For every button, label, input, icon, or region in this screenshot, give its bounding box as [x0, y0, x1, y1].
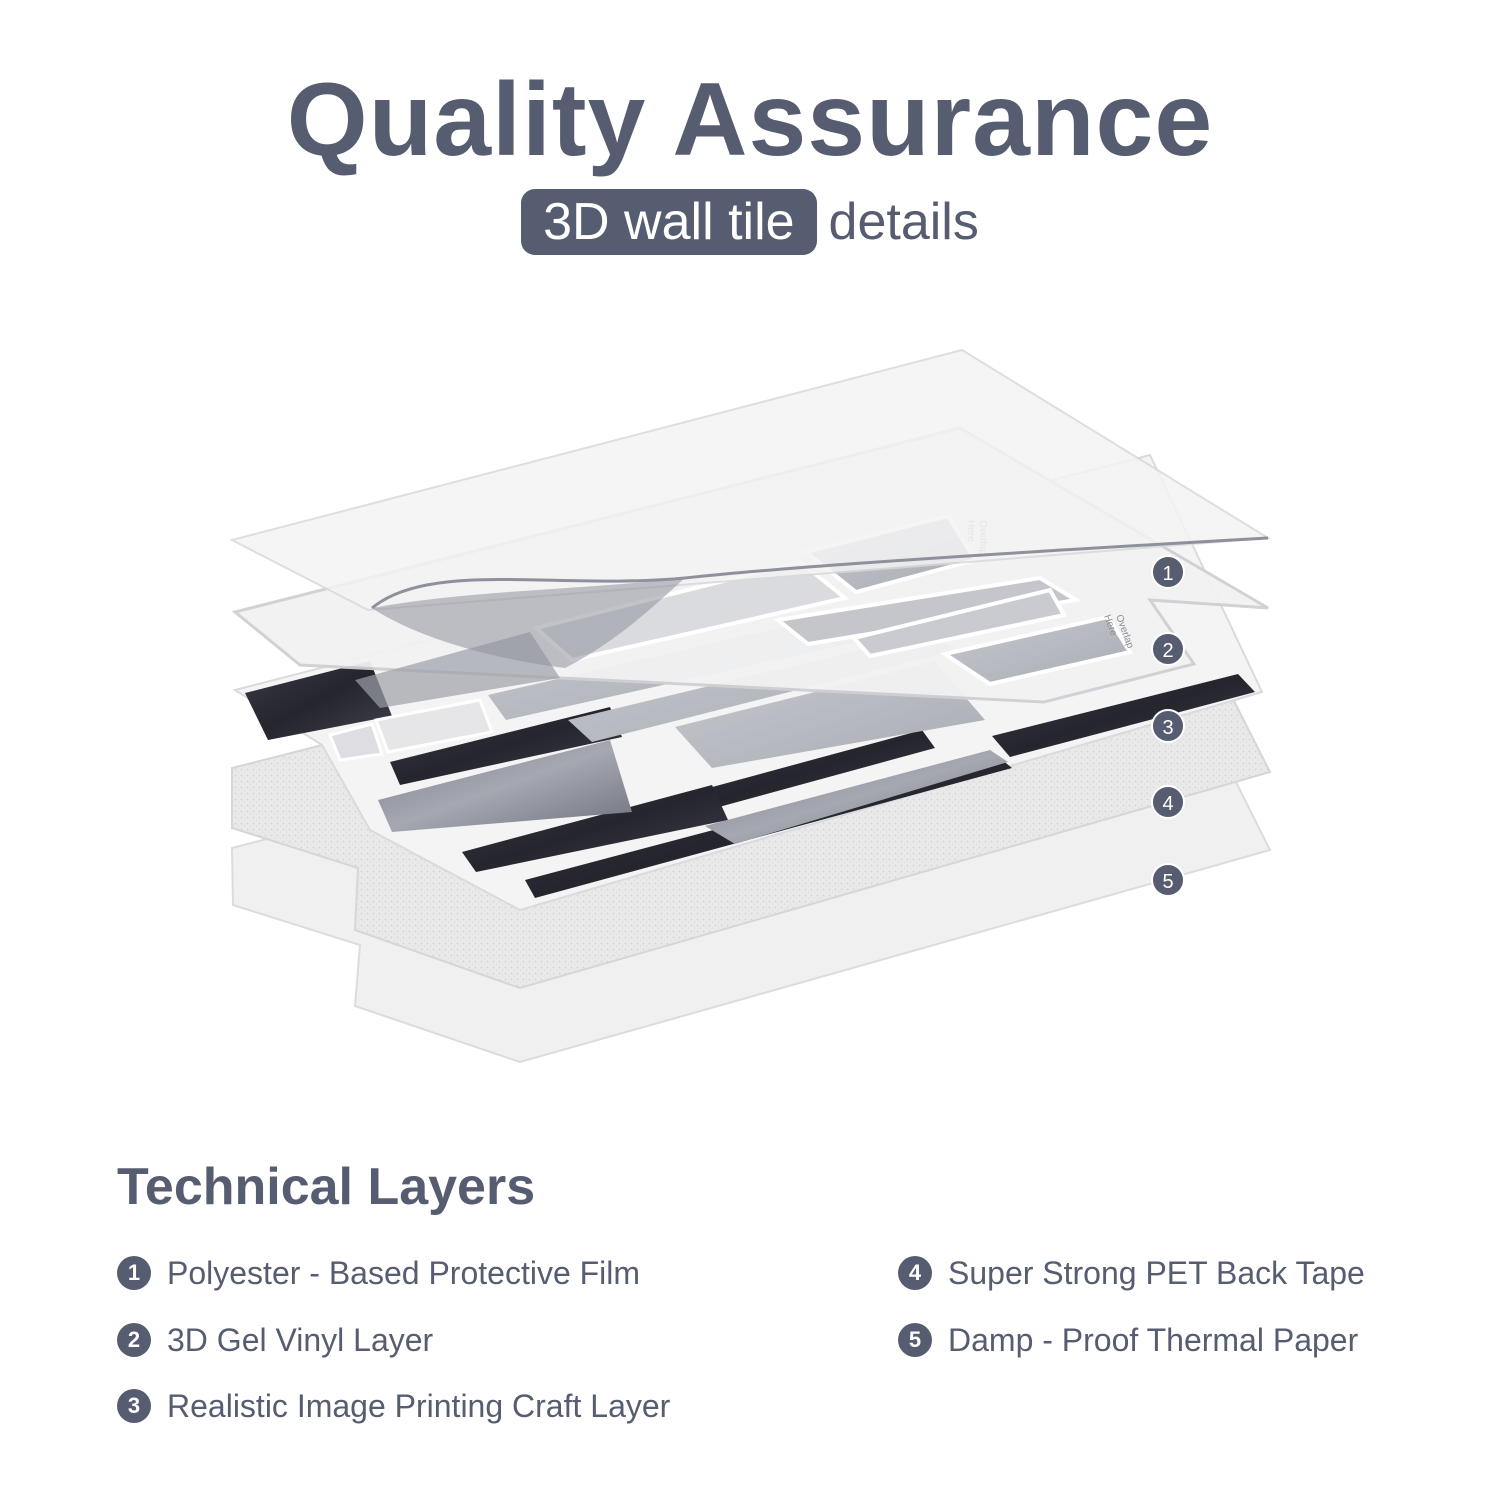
- legend-number-5: 5: [898, 1323, 932, 1357]
- legend-item-5: 5 Damp - Proof Thermal Paper: [898, 1320, 1358, 1360]
- legend-label-2: 3D Gel Vinyl Layer: [167, 1322, 434, 1358]
- legend-number-2: 2: [117, 1323, 151, 1357]
- layer-stack-diagram: Overlap Here Overlap Here 1 2 3 4 5: [229, 348, 1272, 1064]
- legend-number-4: 4: [898, 1256, 932, 1290]
- legend-label-5: Damp - Proof Thermal Paper: [948, 1322, 1359, 1358]
- layer-1-protective-film: [229, 348, 1272, 668]
- legend-item-2: 2 3D Gel Vinyl Layer: [117, 1320, 433, 1360]
- callout-2-number: 2: [1162, 640, 1173, 662]
- subtitle-highlight-badge: 3D wall tile: [521, 189, 817, 256]
- callout-3-number: 3: [1162, 717, 1173, 739]
- legend-number-1: 1: [117, 1256, 151, 1290]
- legend-label-3: Realistic Image Printing Craft Layer: [167, 1388, 671, 1424]
- callout-markers: 1 2 3 4 5: [1151, 555, 1185, 897]
- legend-item-1: 1 Polyester - Based Protective Film: [117, 1253, 640, 1293]
- callout-1: 1: [1151, 555, 1185, 589]
- page-title: Quality Assurance: [286, 62, 1214, 178]
- callout-5-number: 5: [1162, 871, 1173, 893]
- callout-5: 5: [1151, 863, 1185, 897]
- subtitle-text: details: [828, 193, 979, 252]
- legend-label-4: Super Strong PET Back Tape: [948, 1255, 1365, 1291]
- callout-4: 4: [1151, 785, 1185, 819]
- legend-item-3: 3 Realistic Image Printing Craft Layer: [117, 1386, 670, 1426]
- callout-4-number: 4: [1162, 793, 1173, 815]
- legend-label-1: Polyester - Based Protective Film: [167, 1255, 641, 1291]
- legend-number-3: 3: [117, 1389, 151, 1423]
- callout-1-number: 1: [1162, 563, 1173, 585]
- callout-2: 2: [1151, 632, 1185, 666]
- legend-item-4: 4 Super Strong PET Back Tape: [898, 1253, 1365, 1293]
- technical-layers-title: Technical Layers: [117, 1158, 536, 1216]
- callout-3: 3: [1151, 709, 1185, 743]
